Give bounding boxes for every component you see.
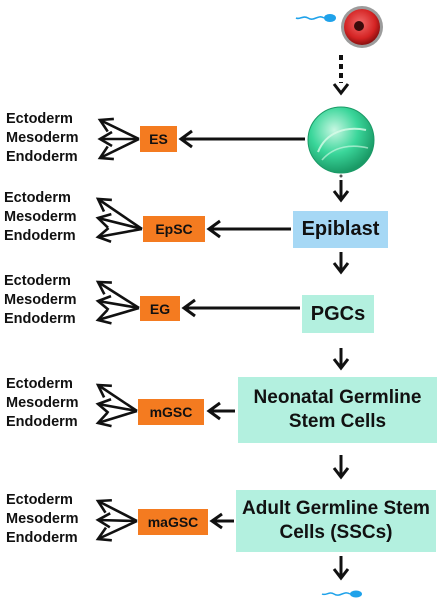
prong-arrowhead — [95, 383, 112, 399]
down-arrows — [332, 180, 350, 581]
prong-arrowhead — [95, 512, 111, 529]
ectoderm-label: Ectoderm — [4, 273, 71, 289]
epsc-cell-box: EpSC — [143, 216, 205, 242]
mgsc-cell-box: mGSC — [138, 399, 204, 425]
mesoderm-label: Mesoderm — [4, 292, 77, 308]
mesoderm-label: Mesoderm — [4, 209, 77, 225]
sperm-icon — [321, 590, 362, 598]
prong-arrowhead — [95, 526, 112, 542]
endoderm-label: Endoderm — [4, 311, 76, 327]
mesoderm-label: Mesoderm — [6, 395, 79, 411]
ectoderm-label: Ectoderm — [6, 492, 73, 508]
prong-arrowhead — [95, 294, 112, 311]
germ-layers-3: Ectoderm Mesoderm Endoderm — [4, 272, 77, 329]
ectoderm-label: Ectoderm — [6, 376, 73, 392]
prong-line — [97, 499, 138, 523]
endoderm-label: Endoderm — [4, 228, 76, 244]
prong-line — [97, 280, 140, 310]
prong-line — [97, 216, 143, 231]
neonatal-gsc-box: Neonatal Germline Stem Cells — [238, 377, 437, 443]
prong-arrowhead — [95, 309, 112, 325]
germ-layers-4: Ectoderm Mesoderm Endoderm — [6, 375, 79, 432]
prong-line — [97, 227, 143, 239]
prong-line — [97, 402, 138, 413]
prong-line — [97, 383, 138, 413]
derivation-arrows — [178, 129, 305, 530]
prong-arrowhead — [95, 398, 112, 414]
prong-arrowhead — [97, 145, 114, 161]
prong-line — [97, 518, 138, 523]
es-cell-box: ES — [140, 126, 177, 152]
germ-layers-5: Ectoderm Mesoderm Endoderm — [6, 491, 79, 548]
mesoderm-label: Mesoderm — [6, 130, 79, 146]
dotted-arrow — [332, 55, 350, 96]
endoderm-label: Endoderm — [6, 414, 78, 430]
prong-line — [99, 118, 140, 141]
endoderm-label: Endoderm — [6, 149, 78, 165]
mesoderm-label: Mesoderm — [6, 511, 79, 527]
prong-arrowhead — [95, 280, 112, 295]
endoderm-label: Endoderm — [6, 530, 78, 546]
prong-line — [97, 197, 143, 231]
magsc-cell-box: maGSC — [138, 509, 208, 535]
pgcs-box: PGCs — [302, 295, 374, 333]
adult-gsc-box: Adult Germline Stem Cells (SSCs) — [236, 490, 436, 552]
prong-line — [97, 306, 140, 322]
prong-arrowhead — [97, 130, 113, 148]
prong-arrowhead — [95, 411, 112, 428]
prong-line — [99, 137, 140, 160]
prong-arrowhead — [97, 117, 114, 133]
ectoderm-label: Ectoderm — [4, 190, 71, 206]
prong-line — [97, 299, 140, 310]
prong-arrowhead — [95, 212, 112, 229]
germ-layers-1: Ectoderm Mesoderm Endoderm — [6, 110, 79, 167]
epiblast-box: Epiblast — [293, 211, 388, 248]
ectoderm-label: Ectoderm — [6, 111, 73, 127]
germ-layer-arrows — [95, 117, 143, 542]
oocyte-icon — [341, 6, 383, 48]
sperm-icon — [295, 14, 336, 22]
prong-line — [97, 519, 138, 541]
eg-cell-box: EG — [140, 296, 180, 321]
germ-layers-2: Ectoderm Mesoderm Endoderm — [4, 189, 77, 246]
prong-arrowhead — [95, 197, 112, 213]
prong-arrowhead — [95, 498, 112, 514]
prong-line — [97, 409, 138, 425]
prong-arrowhead — [95, 226, 112, 243]
blastocyst-icon — [307, 106, 375, 178]
